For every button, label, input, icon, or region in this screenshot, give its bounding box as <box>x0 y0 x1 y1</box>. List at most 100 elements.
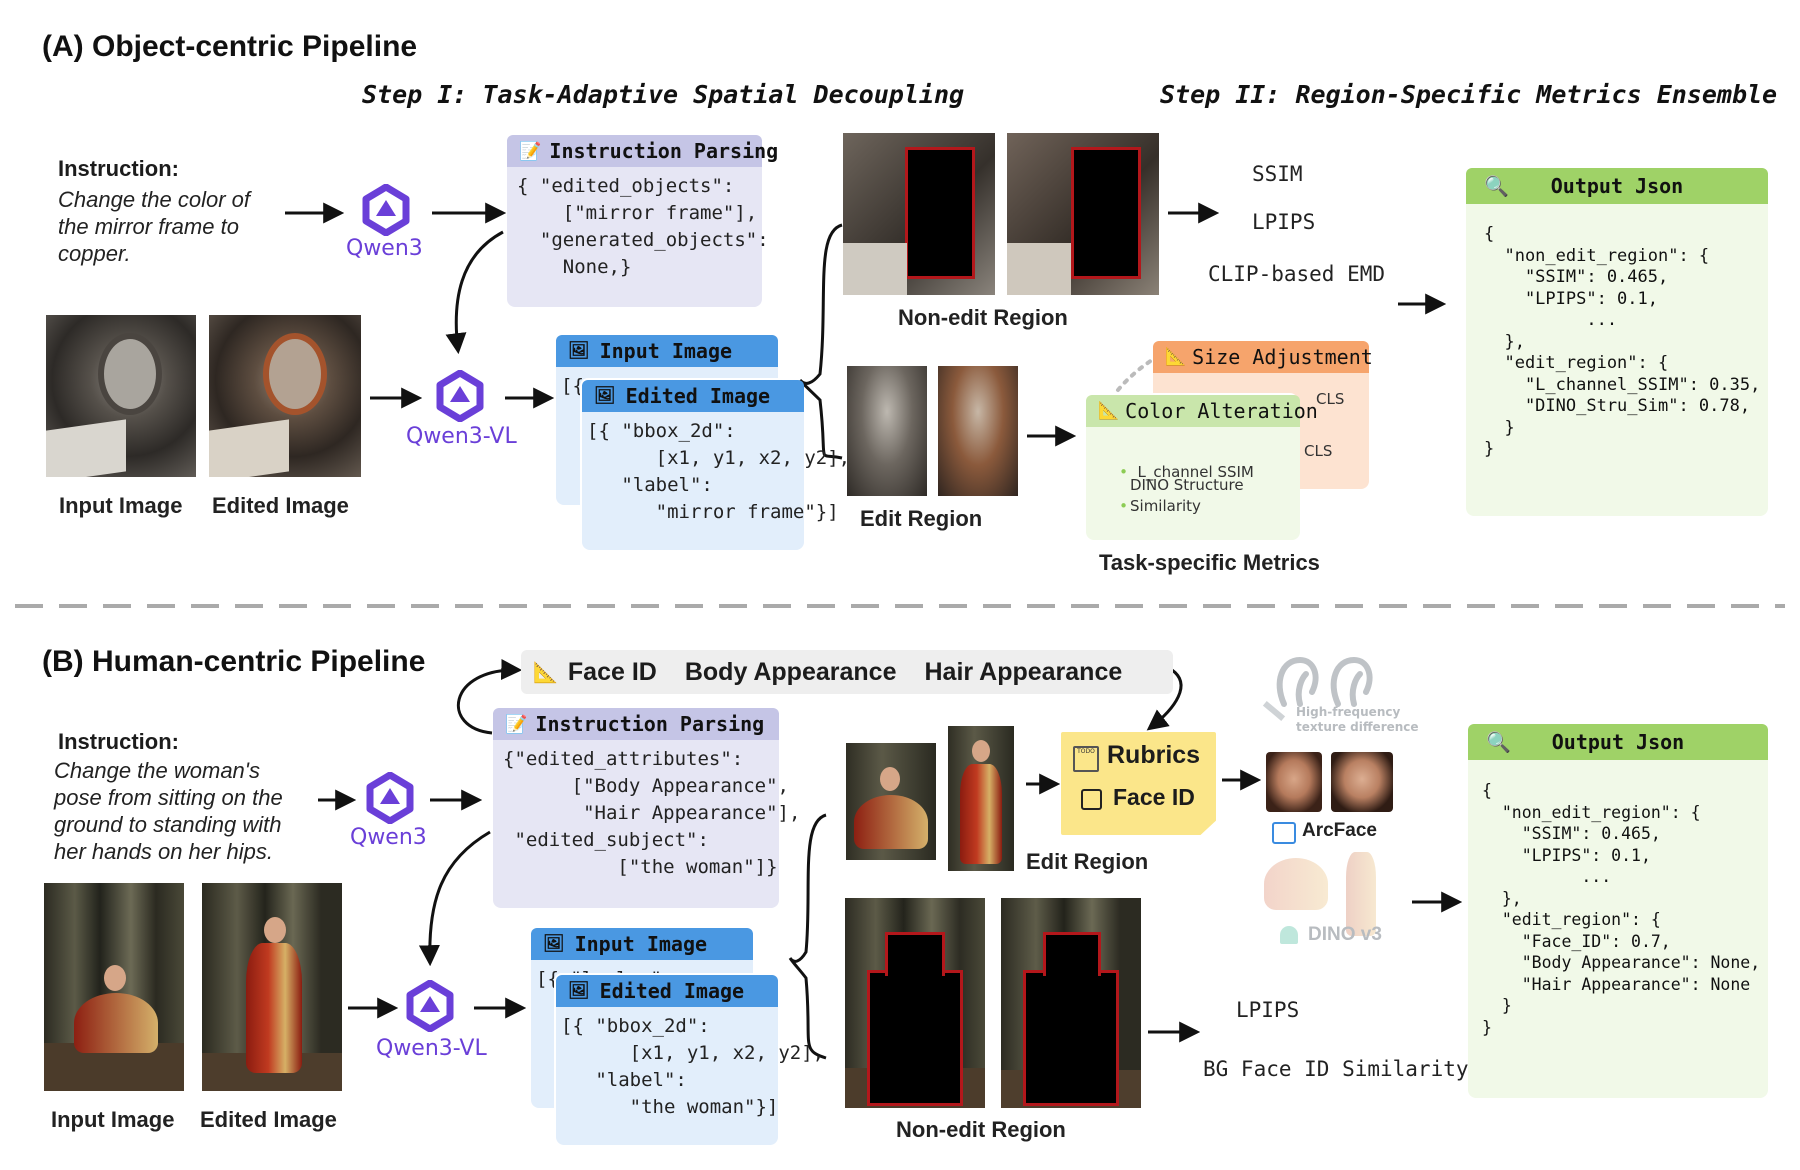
rubrics-item-face-id: Face ID <box>1113 784 1195 810</box>
instruction-parsing-body-b: {"edited_attributes": ["Body Appearance"… <box>503 748 801 878</box>
aspect-body-appearance: Body Appearance <box>684 657 897 686</box>
instruction-text-a: Change the color of the mirror frame to … <box>58 187 251 266</box>
output-json-card-b: 🔍 Output Json { "non_edit_region": { "SS… <box>1468 724 1768 1098</box>
metric-emd-a: CLIP-based EMD <box>1208 262 1386 286</box>
mask-box <box>905 147 975 279</box>
high-frequency-text: High-frequency texture difference <box>1296 705 1419 734</box>
qwen3-label-b: Qwen3 <box>350 825 427 850</box>
output-json-head-b: 🔍 Output Json <box>1468 724 1768 760</box>
input-image-a <box>46 315 196 477</box>
edit-region-crop-edited-b <box>948 726 1014 871</box>
color-alteration-card: 📐 Color Alteration • L_channel SSIM • DI… <box>1086 395 1318 540</box>
output-json-body-b: { "non_edit_region": { "SSIM": 0.465, "L… <box>1482 781 1761 1037</box>
size-card-peek-2: CLS <box>1304 442 1333 460</box>
woman-dress-shape <box>246 943 302 1073</box>
output-json-head-a: 🔍 Output Json <box>1466 168 1768 204</box>
qwen3-vl-label-a: Qwen3-VL <box>406 424 517 449</box>
mirror-shape <box>98 333 162 415</box>
arrow-aspects-to-rubrics-b <box>1146 668 1183 731</box>
metric-ssim-a: SSIM <box>1252 162 1303 186</box>
nonedit-caption-a: Non-edit Region <box>898 305 1068 330</box>
face-crop-edited <box>1331 752 1393 812</box>
mask-box <box>1043 932 1101 976</box>
notepad-icon: 📝 <box>505 713 528 735</box>
edited-caption-a: Edited Image <box>212 493 349 518</box>
step-1-title: Step I: Task-Adaptive Spatial Decoupling <box>362 80 965 109</box>
paper-shape <box>46 419 126 477</box>
mask-box <box>1023 970 1119 1106</box>
input-image-head-a: 🖼 Input Image <box>556 335 778 367</box>
output-json-body-a: { "non_edit_region": { "SSIM": 0.465, "L… <box>1484 224 1761 459</box>
image-icon: 🖼 <box>568 341 590 361</box>
arcface-label: ArcFace <box>1302 820 1377 841</box>
arrow-parsing-to-vl-a <box>445 230 504 355</box>
instruction-parsing-card-a: 📝 Instruction Parsing { "edited_objects"… <box>507 135 778 307</box>
ruler-icon: 📐 <box>1165 347 1187 367</box>
rubrics-title: Rubrics <box>1107 741 1201 769</box>
image-icon: 🖼 <box>543 934 565 954</box>
instruction-parsing-head-b: 📝 Instruction Parsing <box>493 708 779 740</box>
arcface-icon <box>1272 822 1296 844</box>
instruction-parsing-card-b: 📝 Instruction Parsing {"edited_attribute… <box>493 708 800 908</box>
input-caption-a: Input Image <box>59 493 183 518</box>
nonedit-image-input-b <box>845 898 985 1108</box>
qwen3-vl-logo-icon <box>406 980 454 1032</box>
color-card-item-2-text: DINO Structure Similarity <box>1130 476 1244 515</box>
qwen3-vl-logo-icon <box>436 370 484 422</box>
edited-image-b <box>202 883 342 1091</box>
input-caption-b: Input Image <box>51 1107 175 1132</box>
notepad-icon: 📝 <box>519 140 542 162</box>
edited-caption-b: Edited Image <box>200 1107 337 1132</box>
woman-head-shape <box>880 767 900 791</box>
mask-box <box>867 970 963 1106</box>
edited-image-head-a: 🖼 Edited Image <box>582 380 804 412</box>
brace-b <box>788 813 827 1060</box>
size-adjustment-head: 📐 Size Adjustment <box>1153 341 1373 373</box>
mask-box <box>885 932 945 976</box>
mirror-shape-copper <box>263 333 327 415</box>
woman-head-shape <box>972 740 990 762</box>
metric-bg-face-id-b: BG Face ID Similarity <box>1203 1057 1469 1081</box>
woman-head-shape <box>264 917 286 943</box>
task-specific-caption: Task-specific Metrics <box>1099 550 1320 575</box>
instruction-label-a: Instruction: <box>58 156 179 181</box>
arrow-parsing-to-aspects-b <box>456 659 523 735</box>
rubrics-note: TODO Rubrics Face ID <box>1061 732 1216 835</box>
section-b-title: (B) Human-centric Pipeline <box>42 645 426 678</box>
nonedit-caption-b: Non-edit Region <box>896 1117 1066 1142</box>
qwen3-vl-label-b: Qwen3-VL <box>376 1036 487 1061</box>
woman-dress-shape <box>854 795 928 849</box>
instruction-parsing-body-a: { "edited_objects": ["mirror frame"], "g… <box>517 175 769 278</box>
edited-image-head-b: 🖼 Edited Image <box>556 975 778 1007</box>
color-card-item-2: • <box>1119 497 1128 515</box>
woman-dress-shape <box>960 764 1002 864</box>
qwen3-label-a: Qwen3 <box>346 236 423 261</box>
paper-shape <box>843 243 907 295</box>
aspect-hair-appearance: Hair Appearance <box>924 657 1123 686</box>
input-image-head-b: 🖼 Input Image <box>531 928 753 960</box>
dotted-link-a <box>1116 358 1154 392</box>
arrow-parsing-to-vl-b <box>418 830 491 967</box>
color-card-item-1: • L_channel SSIM <box>1119 463 1254 481</box>
mask-box <box>1071 147 1141 279</box>
edited-image-body-a: [{ "bbox_2d": [x1, y1, x2, y2], "label":… <box>587 420 851 523</box>
nonedit-image-edited-a <box>1007 133 1159 295</box>
dino-label: DINO v3 <box>1308 924 1382 945</box>
paper-shape <box>1007 243 1071 295</box>
color-alteration-head: 📐 Color Alteration <box>1086 395 1318 427</box>
magnifier-icon: 🔍 <box>1484 174 1509 198</box>
edited-image-a <box>209 315 361 477</box>
qwen3-logo-icon <box>366 772 414 824</box>
instruction-parsing-head-a: 📝 Instruction Parsing <box>507 135 778 167</box>
edit-region-crop-input-b <box>846 743 936 860</box>
ruler-icon: 📐 <box>1098 401 1120 421</box>
edited-image-body-b: [{ "bbox_2d": [x1, y1, x2, y2], "label":… <box>561 1015 825 1118</box>
image-icon: 🖼 <box>568 981 590 1001</box>
woman-dress-shape <box>74 993 158 1053</box>
instruction-label-b: Instruction: <box>58 729 179 754</box>
aspects-bar: 📐 Face ID Body Appearance Hair Appearanc… <box>521 650 1173 694</box>
edit-caption-b: Edit Region <box>1026 849 1149 874</box>
face-crop-input <box>1266 752 1322 812</box>
nonedit-image-edited-b <box>1001 898 1141 1108</box>
